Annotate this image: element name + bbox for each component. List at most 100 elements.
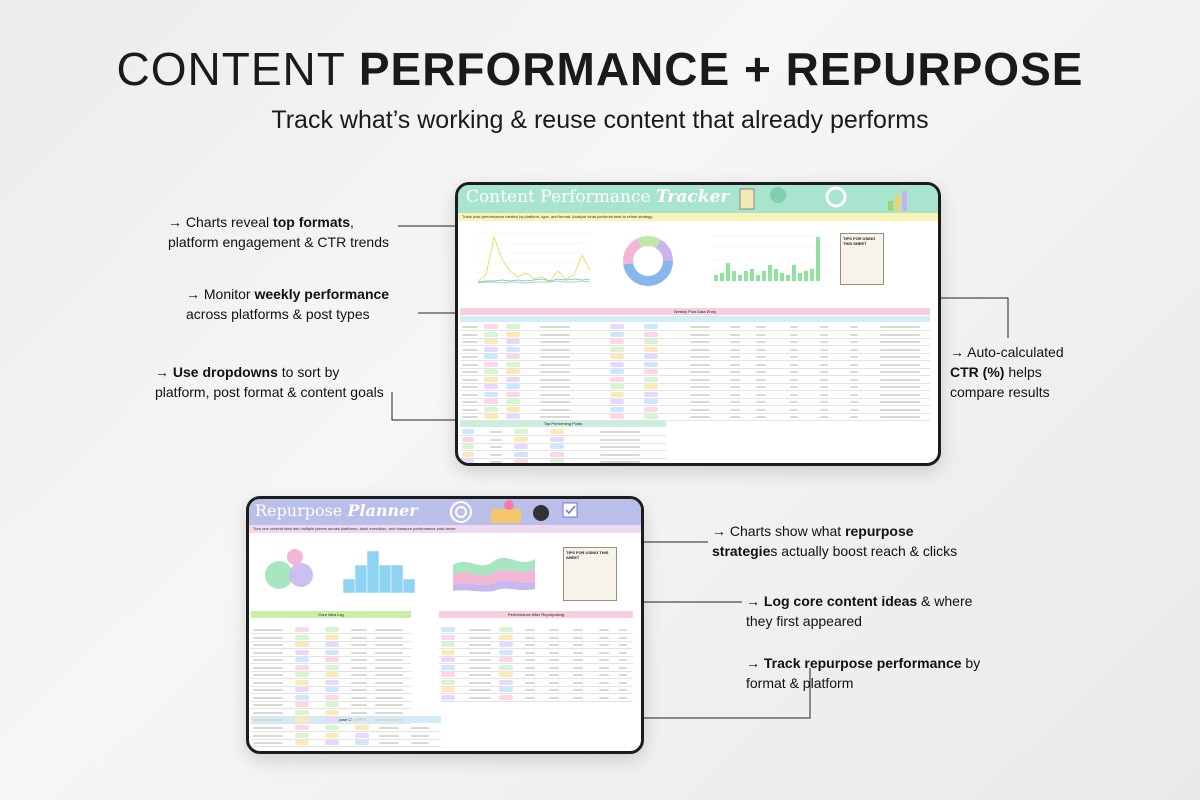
sheet-row (460, 383, 930, 391)
sheet-cell (469, 636, 491, 639)
sheet-cell (375, 659, 403, 661)
sheet-cell (499, 687, 513, 692)
sheet-cell (441, 679, 455, 685)
sheet-cell (462, 459, 474, 463)
sheet-cell (295, 627, 309, 632)
sheet-cell (549, 696, 559, 699)
sheet-cell (540, 363, 570, 366)
sheet-row (460, 398, 930, 406)
planner-header-illustration (450, 500, 578, 523)
sheet-cell (540, 386, 570, 388)
sheet-cell (375, 644, 403, 646)
sheet-cell (484, 391, 498, 397)
sheet-cell (790, 326, 798, 328)
sheet-row (460, 436, 666, 444)
sheet-cell (599, 636, 609, 639)
sheet-cell (506, 331, 520, 337)
sheet-cell (499, 694, 513, 700)
sheet-row (460, 323, 930, 331)
sheet-cell (573, 674, 583, 676)
sheet-cell (549, 689, 559, 691)
sheet-cell (355, 725, 369, 730)
sheet-cell (549, 651, 559, 654)
sheet-row (460, 413, 930, 421)
sheet-cell (379, 734, 399, 737)
sheet-cell (690, 348, 710, 351)
tracker-top-header: Top Performing Posts (460, 420, 666, 427)
callout-log-ideas: → Log core content ideas & where they fi… (746, 593, 973, 629)
sheet-cell (525, 674, 535, 676)
sheet-cell (375, 689, 403, 691)
sheet-row (460, 458, 666, 463)
sheet-cell (411, 727, 429, 729)
planner-intro: Turn one content idea into multiple piec… (249, 525, 641, 533)
sheet-cell (756, 408, 766, 411)
sheet-cell (790, 408, 798, 411)
tracker-tips-box: TIPS FOR USING THIS SHEET (840, 233, 884, 285)
sheet-cell (600, 453, 640, 456)
sheet-cell (375, 636, 403, 639)
sheet-cell (351, 696, 367, 699)
sheet-cell (441, 649, 455, 655)
sheet-cell (462, 333, 478, 336)
sheet-cell (441, 642, 455, 647)
sheet-cell (462, 451, 474, 457)
sheet-cell (540, 356, 570, 358)
sheet-cell (820, 333, 828, 336)
sheet-cell (540, 401, 570, 403)
sheet-cell (375, 681, 403, 684)
sheet-cell (253, 727, 283, 729)
sheet-cell (295, 687, 309, 692)
tracker-header-illustration (739, 186, 907, 211)
sheet-cell (484, 331, 498, 337)
tracker-title: Content Performance Tracker (466, 187, 730, 207)
sheet-cell (484, 346, 498, 352)
sheet-cell (325, 642, 339, 647)
sheet-cell (355, 740, 369, 745)
planner-tips-box: TIPS FOR USING THIS SHEET (563, 547, 617, 601)
sheet-cell (599, 659, 609, 661)
sheet-cell (375, 666, 403, 669)
sheet-cell (690, 363, 710, 366)
sheet-cell (253, 651, 283, 654)
sheet-cell (351, 644, 367, 646)
sheet-cell (756, 326, 766, 328)
sheet-cell (355, 732, 369, 738)
sheet-cell (441, 634, 455, 640)
sheet-cell (880, 378, 920, 381)
sheet-cell (462, 378, 478, 381)
tracker-donut-chart (623, 236, 673, 286)
sheet-cell (325, 649, 339, 655)
sheet-cell (730, 393, 740, 396)
sheet-cell (295, 725, 309, 730)
sheet-cell (550, 436, 564, 442)
sheet-cell (375, 651, 403, 654)
sheet-cell (619, 696, 627, 699)
sheet-cell (610, 399, 624, 404)
sheet-row (460, 353, 930, 361)
sheet-cell (514, 451, 528, 457)
sheet-cell (540, 348, 570, 351)
sheet-cell (549, 674, 559, 676)
sheet-cell (730, 401, 740, 403)
callout-repurpose-charts: → Charts show what repurpose strategies … (712, 523, 958, 559)
sheet-cell (850, 348, 858, 351)
sheet-row (460, 406, 930, 414)
sheet-cell (790, 416, 798, 418)
sheet-cell (756, 371, 766, 373)
sheet-cell (756, 416, 766, 418)
sheet-cell (756, 401, 766, 403)
sheet-cell (506, 384, 520, 389)
sheet-cell (484, 376, 498, 382)
sheet-cell (644, 376, 658, 382)
sheet-row (251, 709, 411, 717)
sheet-row (251, 716, 411, 724)
sheet-cell (253, 696, 283, 699)
sheet-cell (644, 361, 658, 367)
sheet-cell (506, 354, 520, 359)
sheet-cell (820, 326, 828, 328)
sheet-cell (490, 446, 502, 448)
sheet-cell (573, 651, 583, 654)
sheet-cell (756, 348, 766, 351)
sheet-cell (253, 659, 283, 661)
